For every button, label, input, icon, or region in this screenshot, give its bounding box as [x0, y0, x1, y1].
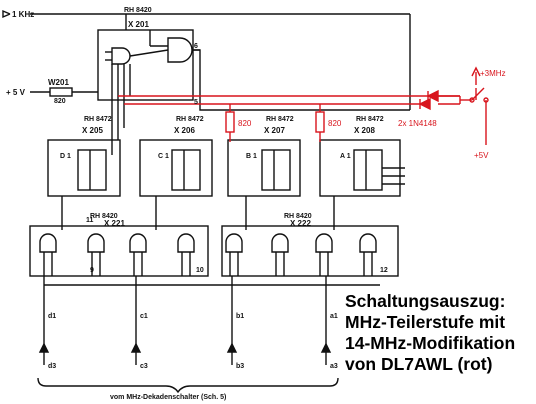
label-ff-a1: A 1: [340, 153, 351, 160]
label-pin-10: 10: [196, 267, 204, 274]
label-x221-type: RH 8420: [90, 213, 118, 220]
label-a1: a1: [330, 313, 338, 320]
label-pin-9: 9: [90, 267, 94, 274]
label-1khz: 1 KHz: [12, 10, 34, 19]
label-x208: X 208: [354, 126, 375, 135]
label-plus5v: + 5 V: [6, 88, 26, 97]
label-x206-type: RH 8472: [176, 116, 204, 123]
label-x207: X 207: [264, 126, 285, 135]
label-x207-type: RH 8472: [266, 116, 294, 123]
label-x201-type: RH 8420: [124, 7, 152, 14]
label-x205: X 205: [82, 126, 103, 135]
label-c3: c3: [140, 363, 148, 370]
label-footer: vom MHz-Dekadenschalter (Sch. 5): [110, 394, 226, 401]
label-b3: b3: [236, 363, 244, 370]
label-diodes: 2x 1N4148: [398, 119, 437, 128]
label-w201-value: 820: [54, 98, 66, 105]
label-x221: X 221: [104, 219, 125, 228]
label-r2-value: 820: [328, 119, 342, 128]
caption-line-1: Schaltungsauszug:: [345, 291, 506, 311]
label-c1: c1: [140, 313, 148, 320]
label-ff-b1: B 1: [246, 153, 257, 160]
label-b1: b1: [236, 313, 244, 320]
label-pin-11: 11: [86, 217, 94, 224]
label-x208-type: RH 8472: [356, 116, 384, 123]
label-x222-type: RH 8420: [284, 213, 312, 220]
label-ff-d1: D 1: [60, 153, 71, 160]
label-w201: W201: [48, 78, 69, 87]
label-ff-c1: C 1: [158, 153, 169, 160]
caption-line-4: von DL7AWL (rot): [345, 354, 493, 374]
label-d1: d1: [48, 313, 56, 320]
caption: Schaltungsauszug: MHz-Teilerstufe mit 14…: [345, 291, 535, 375]
label-x206: X 206: [174, 126, 195, 135]
label-r1-value: 820: [238, 119, 252, 128]
caption-line-3: 14-MHz-Modifikation: [345, 333, 516, 353]
label-plus-5v-red: +5V: [474, 151, 489, 160]
label-x201: X 201: [128, 20, 149, 29]
label-d3: d3: [48, 363, 56, 370]
label-x222: X 222: [290, 219, 311, 228]
label-x205-type: RH 8472: [84, 116, 112, 123]
label-pin-5: 5: [194, 99, 198, 106]
label-pin-12: 12: [380, 267, 388, 274]
label-a3: a3: [330, 363, 338, 370]
label-plus-3mhz: +3MHz: [480, 69, 506, 78]
caption-line-2: MHz-Teilerstufe mit: [345, 312, 506, 332]
label-pin-6: 6: [194, 43, 198, 50]
